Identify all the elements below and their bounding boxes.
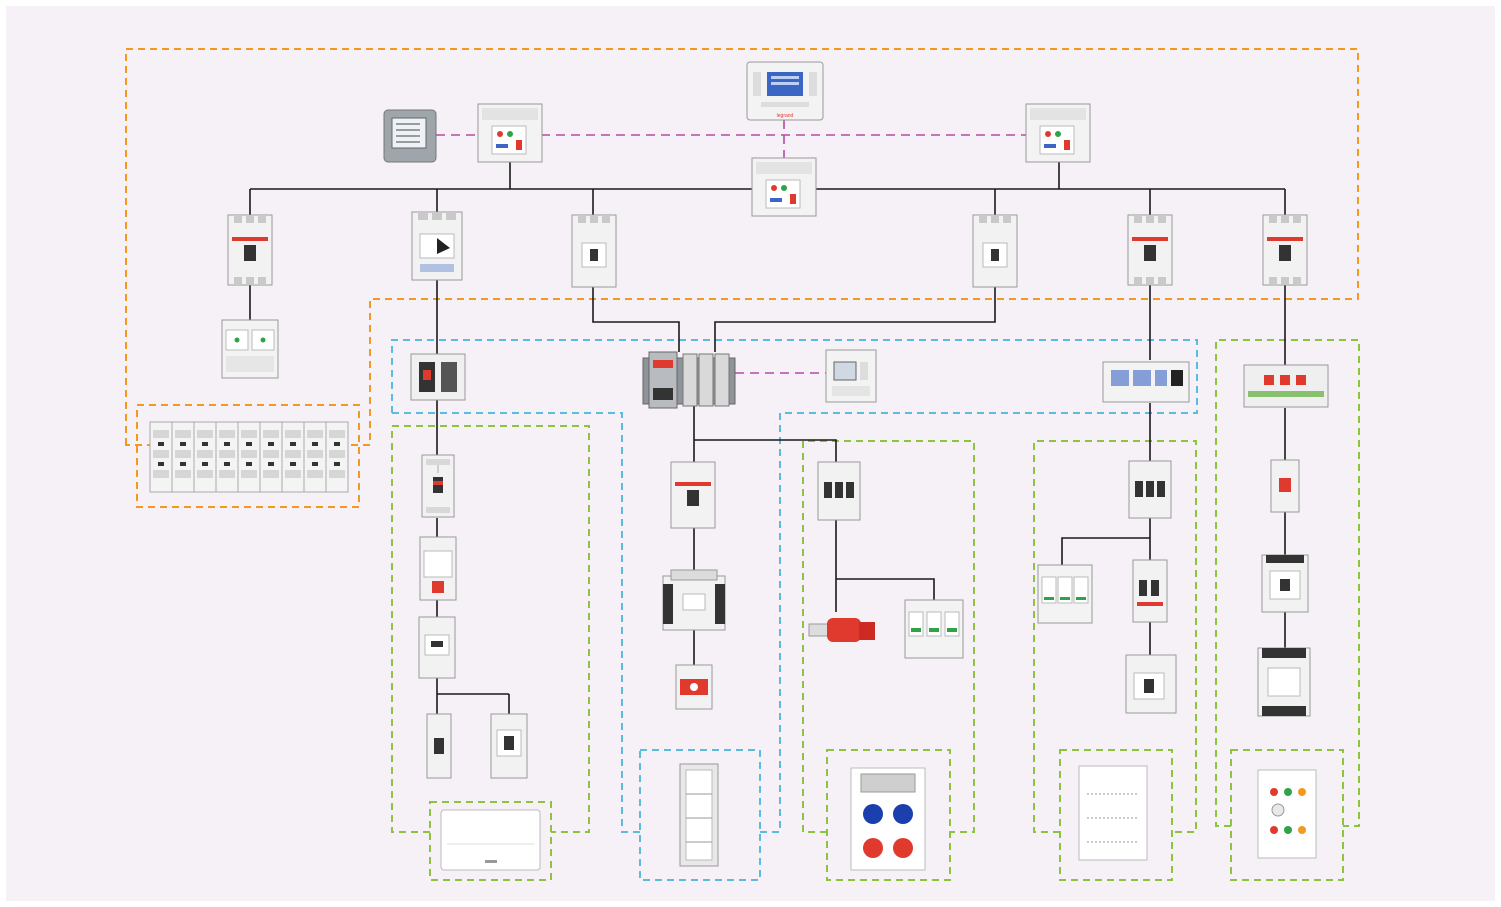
miniature-breaker-icon	[817, 461, 861, 521]
motor-protection-breaker-icon	[1125, 654, 1177, 714]
automatic-transfer-switch-icon	[642, 351, 736, 409]
surge-protector-icon	[904, 599, 964, 659]
molded-case-breaker-rotary-icon	[411, 211, 463, 281]
switch-disconnector-icon	[410, 353, 466, 401]
molded-case-breaker-icon	[1262, 214, 1308, 286]
air-circuit-breaker-icon	[477, 103, 543, 163]
molded-case-breaker-icon	[1127, 214, 1173, 286]
surge-protector-icon	[1037, 564, 1093, 624]
rcbo-icon	[490, 713, 528, 779]
din-meter-icon	[825, 349, 877, 403]
industrial-plug-icon	[808, 618, 875, 642]
brand-logo: legrand	[777, 113, 794, 119]
molded-case-breaker-icon	[972, 214, 1018, 288]
distribution-zone	[391, 339, 1198, 881]
control-box-icon	[1257, 769, 1317, 859]
miniature-breaker-icon	[421, 454, 455, 518]
miniature-breaker-icon	[1128, 460, 1172, 519]
distribution-board-icon	[1078, 765, 1148, 861]
switchgear-cabinet-icon	[149, 421, 349, 493]
main-distribution-zone	[125, 48, 1359, 508]
multifunction-meter-icon	[383, 109, 437, 163]
final-distribution-zone	[391, 339, 1360, 881]
smart-module-icon	[1102, 361, 1190, 403]
miniature-breaker-icon	[1270, 459, 1300, 513]
floor-cabinet-icon	[679, 763, 719, 867]
miniature-breaker-icon	[1132, 559, 1168, 623]
contactor-icon	[1257, 647, 1311, 717]
motor-protection-breaker-icon	[1261, 554, 1309, 613]
air-circuit-breaker-icon	[1025, 103, 1091, 163]
molded-case-breaker-icon	[670, 461, 716, 529]
molded-case-breaker-icon	[227, 214, 273, 286]
consumer-unit-icon	[440, 809, 541, 871]
thermal-overload-relay-icon	[675, 664, 713, 710]
controller-panel-icon: legrand	[746, 61, 824, 121]
modular-contactor-icon	[418, 616, 456, 679]
motorized-breaker-icon	[1243, 364, 1329, 408]
industrial-socket-box-icon	[850, 767, 926, 871]
air-circuit-breaker-icon	[751, 157, 817, 217]
rcbo-icon	[426, 713, 452, 779]
molded-case-breaker-icon	[571, 214, 617, 288]
surge-protector-icon	[221, 319, 279, 379]
contactor-icon	[662, 569, 726, 631]
residual-current-device-icon	[419, 536, 457, 601]
